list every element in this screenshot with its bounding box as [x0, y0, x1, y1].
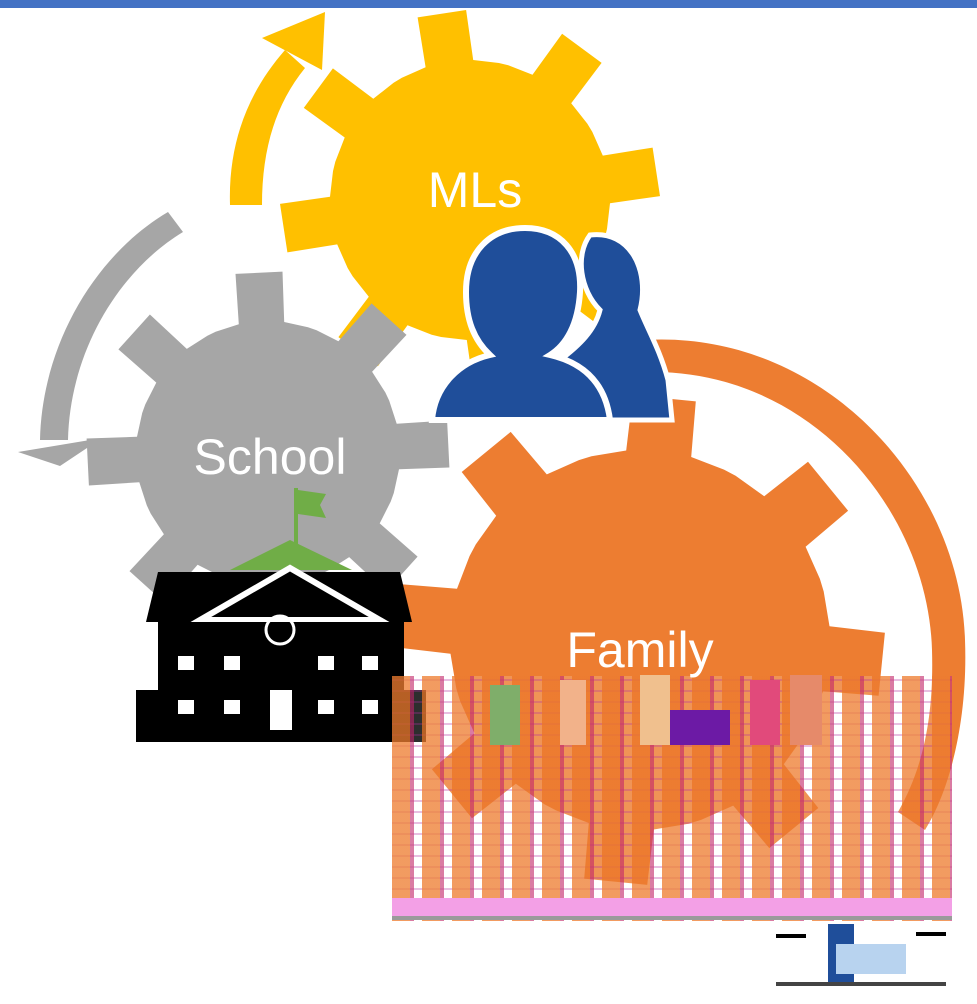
top-accent-bar — [0, 0, 977, 8]
small-photo-thumbnail — [776, 924, 950, 1000]
orange-cycle-arrow — [645, 339, 966, 830]
school-label: School — [193, 429, 347, 485]
gray-cycle-arrow — [40, 212, 183, 440]
family-label: Family — [566, 622, 714, 678]
school-gear — [86, 271, 450, 635]
family-photo-bar — [392, 898, 952, 920]
yellow-arrow-head — [262, 12, 325, 70]
gray-arrow-head — [18, 438, 102, 466]
family-photo-bar-shadow — [392, 916, 952, 920]
yellow-cycle-arrow — [229, 50, 305, 205]
gear-school-body — [86, 271, 450, 635]
mls-label: MLs — [427, 162, 523, 218]
family-photo-people — [490, 675, 822, 745]
school-building-icon — [136, 488, 426, 742]
two-people-icon — [428, 224, 675, 423]
